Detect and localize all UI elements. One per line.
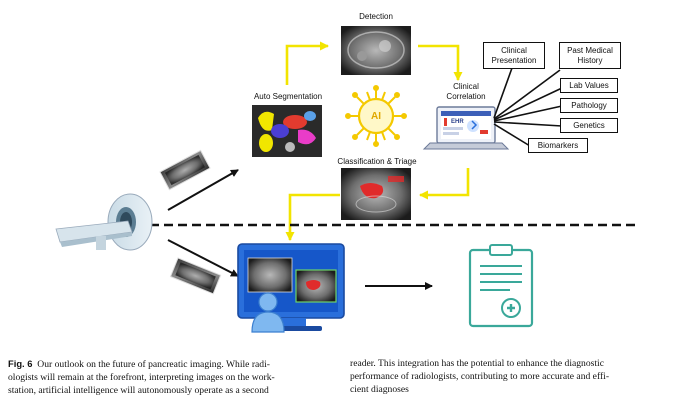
arrow-detection-to-correlation — [418, 44, 463, 81]
genetics-box: Genetics — [560, 118, 618, 133]
caption-line-6: cient diagnoses — [350, 384, 409, 395]
classification-image — [341, 168, 411, 220]
diagram-canvas — [55, 26, 640, 333]
arrow-seg-to-detection — [285, 41, 329, 85]
pathology-box: Pathology — [560, 98, 618, 113]
step-segmentation-label: Auto Segmentation — [253, 92, 323, 101]
ct-thumbnail-lower — [169, 257, 222, 295]
ehr-label: EHR — [451, 119, 464, 125]
clinical-presentation-box: Clinical Presentation — [483, 42, 545, 69]
clinical-connectors — [493, 67, 563, 147]
arrow-scanner-to-workstation — [167, 239, 239, 277]
arrow-correlation-to-classification — [419, 168, 470, 200]
ehr-laptop-icon — [422, 106, 510, 150]
caption-line-4: reader. This integration has the potenti… — [350, 358, 604, 369]
caption-line-3: station, artificial intelligence will au… — [8, 385, 269, 396]
radiologist-avatar-icon — [251, 292, 285, 333]
report-document-icon — [468, 244, 534, 328]
past-medical-history-box: Past Medical History — [559, 42, 621, 69]
biomarkers-box: Biomarkers — [528, 138, 588, 153]
detection-image — [341, 26, 411, 75]
ct-thumbnail-upper — [159, 149, 211, 191]
step-classification-label: Classification & Triage — [337, 157, 417, 166]
ai-chip-icon — [345, 85, 407, 147]
lab-values-box: Lab Values — [560, 78, 618, 93]
caption-left-column: Fig. 6 Our outlook on the future of panc… — [8, 357, 328, 397]
step-correlation-label: Clinical Correlation — [446, 82, 486, 101]
arrow-scanner-to-ai — [167, 169, 239, 211]
workstation-monitor — [237, 243, 345, 331]
ai-badge-text: AI — [371, 111, 381, 122]
segmentation-image — [252, 105, 322, 157]
caption-line-2: ologists will remain at the forefront, i… — [8, 372, 275, 383]
caption-line-5: performance of radiologists, contributin… — [350, 371, 610, 382]
ct-scanner-icon — [55, 193, 153, 251]
arrow-classification-to-workstation — [285, 193, 340, 241]
figure-label: Fig. 6 — [8, 358, 33, 369]
figure-diagram: Detection Auto Segmentation Clinical Cor… — [55, 12, 640, 333]
caption-line-1: Fig. 6 Our outlook on the future of panc… — [8, 357, 328, 371]
caption-text: Our outlook on the future of pancreatic … — [37, 359, 270, 370]
step-detection-label: Detection — [359, 12, 393, 21]
caption-right-column: reader. This integration has the potenti… — [350, 357, 670, 396]
